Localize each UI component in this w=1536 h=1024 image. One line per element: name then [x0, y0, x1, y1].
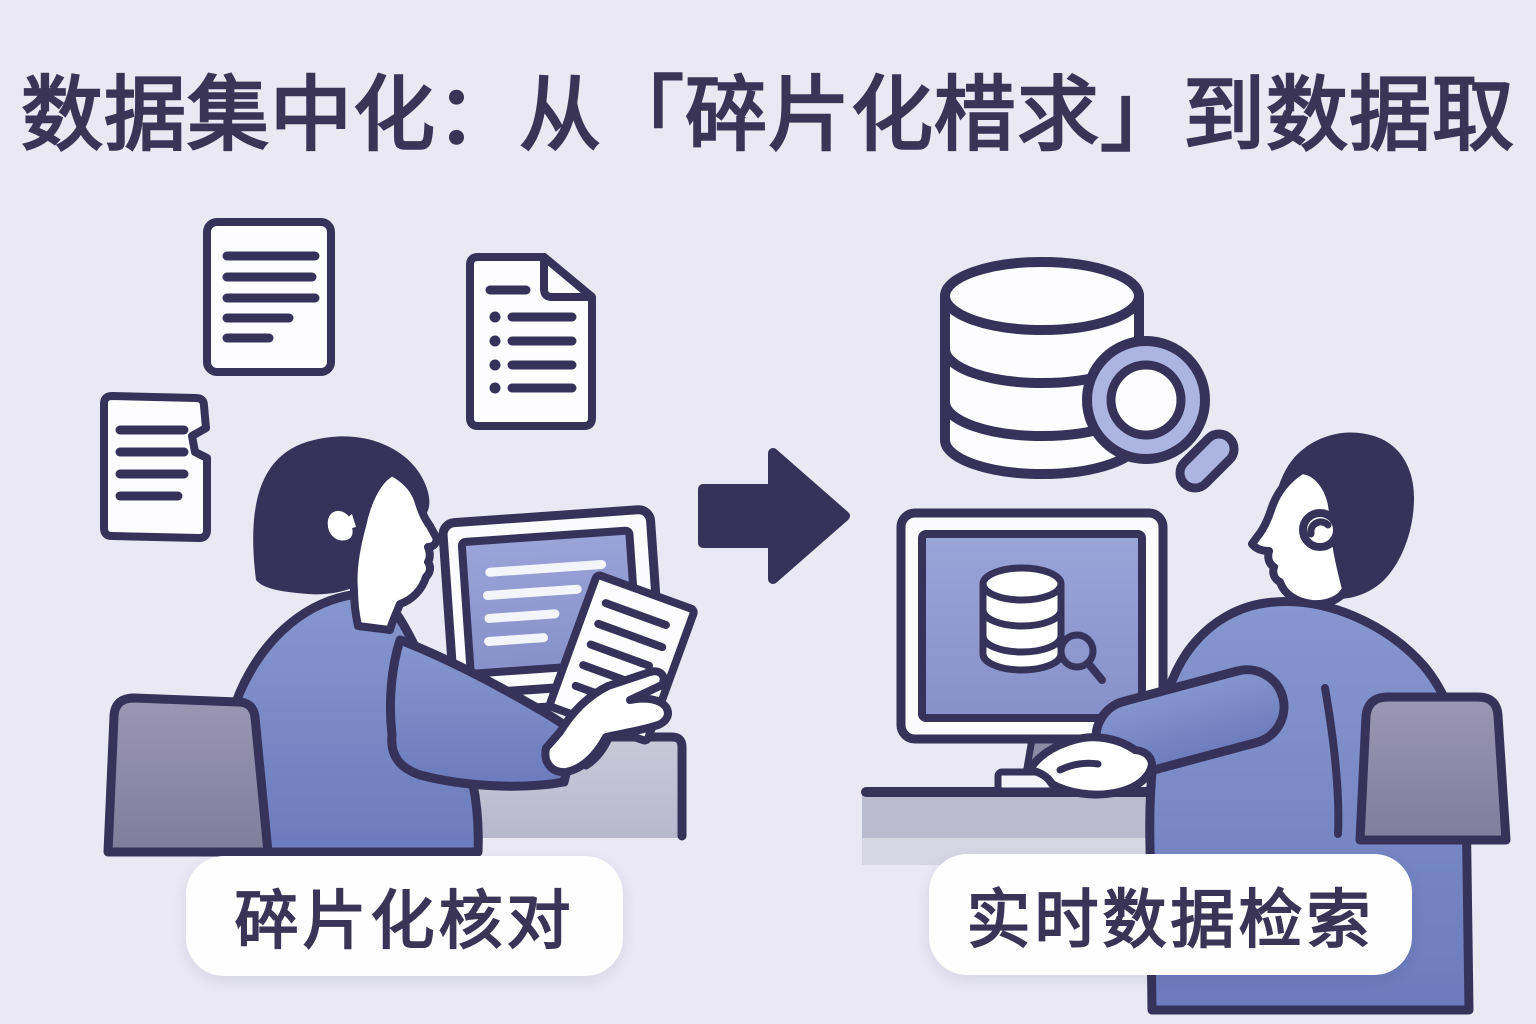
face [1248, 466, 1350, 609]
chair-icon [1355, 692, 1511, 845]
arm [385, 635, 581, 791]
torso-crease [1321, 684, 1343, 838]
magnifier-icon [1082, 336, 1239, 493]
document-checklist-icon [466, 253, 596, 430]
arrow-right-icon [698, 448, 850, 584]
hand-left [541, 667, 672, 777]
ear [319, 502, 361, 549]
caption-left: 碎片化核对 [186, 856, 623, 976]
document-torn-icon [100, 392, 211, 542]
person-left [208, 436, 581, 857]
document-icon [203, 218, 335, 376]
caption-left-text: 碎片化核对 [234, 885, 575, 957]
chair-icon [103, 693, 273, 857]
left-scene [100, 218, 698, 857]
face [349, 468, 441, 634]
caption-right: 实时数据检索 [929, 854, 1412, 975]
database-search-screen-icon [979, 564, 1106, 684]
caption-right-text: 实时数据检索 [966, 883, 1375, 956]
page-title: 数据集中化：从「碎片化棤求」到数据取 [20, 70, 1515, 161]
hand-right [1026, 733, 1156, 799]
